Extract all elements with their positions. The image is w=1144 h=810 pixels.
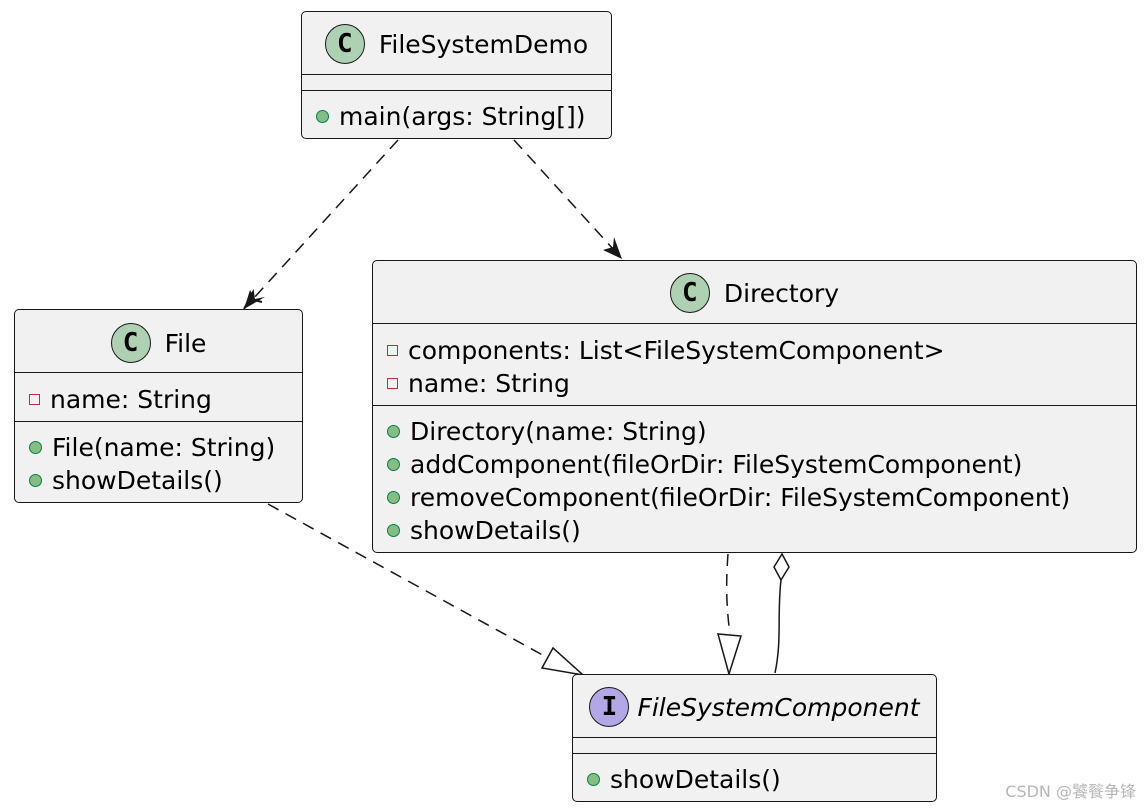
hollow-triangle-icon xyxy=(540,646,586,677)
method-row: showDetails() xyxy=(587,763,781,795)
divider xyxy=(15,421,302,422)
field-text: components: List<FileSystemComponent> xyxy=(408,335,945,365)
class-directory: C Directory components: List<FileSystemC… xyxy=(372,260,1137,553)
method-text: showDetails() xyxy=(410,515,581,545)
public-marker-icon xyxy=(387,457,400,471)
divider xyxy=(15,372,302,373)
method-row: Directory(name: String) xyxy=(387,415,707,447)
class-filesystemdemo: C FileSystemDemo main(args: String[]) xyxy=(301,11,612,139)
class-header: C Directory xyxy=(373,273,1136,313)
class-badge-icon: C xyxy=(110,323,151,363)
divider xyxy=(302,74,611,75)
divider xyxy=(373,405,1136,406)
method-text: File(name: String) xyxy=(52,432,276,462)
method-text: showDetails() xyxy=(52,465,223,495)
field-row: name: String xyxy=(387,367,570,399)
public-marker-icon xyxy=(387,523,400,537)
method-row: removeComponent(fileOrDir: FileSystemCom… xyxy=(387,481,1070,513)
public-marker-icon xyxy=(316,109,329,123)
hollow-diamond-icon xyxy=(773,552,790,582)
public-marker-icon xyxy=(587,772,600,786)
class-file: C File name: String File(name: String) s… xyxy=(14,309,303,503)
method-text: removeComponent(fileOrDir: FileSystemCom… xyxy=(410,482,1071,512)
method-row: showDetails() xyxy=(387,514,581,546)
field-row: components: List<FileSystemComponent> xyxy=(387,334,945,366)
class-header: C FileSystemDemo xyxy=(302,24,611,64)
method-row: addComponent(fileOrDir: FileSystemCompon… xyxy=(387,448,1022,480)
interface-name: FileSystemComponent xyxy=(637,692,920,722)
realization-directory-component xyxy=(716,553,742,677)
field-text: name: String xyxy=(50,384,212,414)
divider xyxy=(302,90,611,91)
class-name: FileSystemDemo xyxy=(378,29,589,59)
watermark: CSDN @饕餮争锋 xyxy=(1005,782,1136,801)
hollow-triangle-icon xyxy=(716,633,742,677)
divider xyxy=(573,753,936,754)
arrowhead-icon xyxy=(603,237,622,259)
method-text: Directory(name: String) xyxy=(410,416,707,446)
method-row: File(name: String) xyxy=(29,431,275,463)
aggregation-directory-component xyxy=(773,552,790,674)
method-row: showDetails() xyxy=(29,464,223,496)
dependency-demo-file xyxy=(243,139,399,310)
class-name: Directory xyxy=(723,278,840,308)
public-marker-icon xyxy=(387,490,400,504)
field-row: name: String xyxy=(29,383,212,415)
method-text: showDetails() xyxy=(610,764,781,794)
arrowhead-icon xyxy=(244,290,265,309)
public-marker-icon xyxy=(29,473,42,487)
public-marker-icon xyxy=(387,424,400,438)
public-marker-icon xyxy=(29,440,42,454)
method-text: main(args: String[]) xyxy=(339,101,586,131)
method-text: addComponent(fileOrDir: FileSystemCompon… xyxy=(410,449,1023,479)
field-text: name: String xyxy=(408,368,570,398)
method-row: main(args: String[]) xyxy=(316,100,586,132)
interface-filesystemcomponent: I FileSystemComponent showDetails() xyxy=(572,674,937,802)
divider xyxy=(373,323,1136,324)
class-name: File xyxy=(164,328,207,358)
realization-file-component xyxy=(267,503,586,677)
private-marker-icon xyxy=(29,393,40,405)
private-marker-icon xyxy=(387,377,398,389)
divider xyxy=(573,737,936,738)
class-header: C File xyxy=(15,323,302,363)
dependency-demo-directory xyxy=(513,139,622,259)
class-badge-icon: C xyxy=(669,273,710,313)
private-marker-icon xyxy=(387,344,398,356)
interface-badge-icon: I xyxy=(589,687,630,727)
class-header: I FileSystemComponent xyxy=(573,687,936,727)
class-badge-icon: C xyxy=(324,24,365,64)
